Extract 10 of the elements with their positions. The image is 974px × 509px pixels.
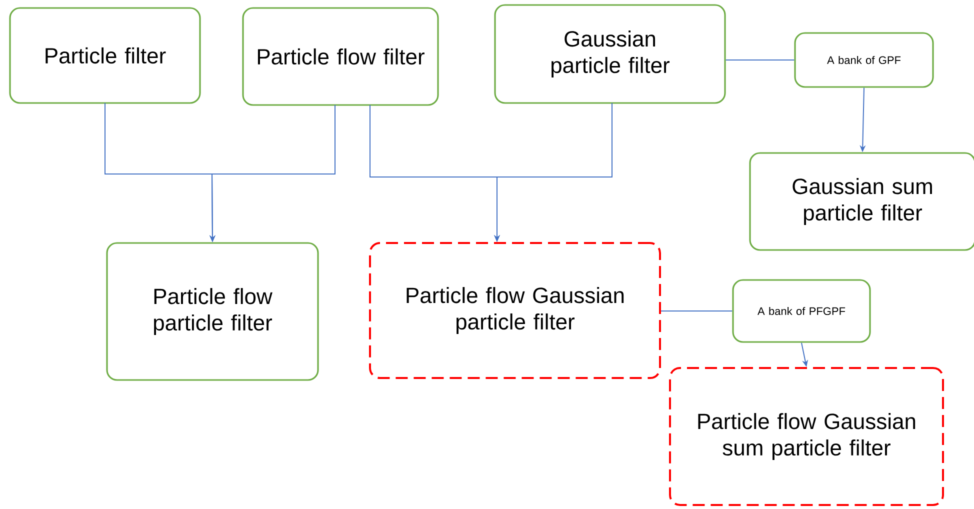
highlighted-box: Particle flow Gaussian particle filter	[369, 242, 661, 379]
process-box: Gaussian sum particle filter	[749, 152, 974, 251]
process-box: Particle flow particle filter	[106, 242, 319, 381]
process-box: A bank of PFGPF	[732, 279, 871, 343]
highlighted-box: Particle flow Gaussian sum particle filter	[669, 367, 944, 506]
process-box: Particle filter	[9, 7, 201, 104]
process-box: A bank of GPF	[794, 32, 934, 88]
connector	[660, 310, 733, 312]
process-box: Particle flow filter	[242, 7, 439, 106]
process-box: Gaussian particle filter	[494, 4, 726, 104]
